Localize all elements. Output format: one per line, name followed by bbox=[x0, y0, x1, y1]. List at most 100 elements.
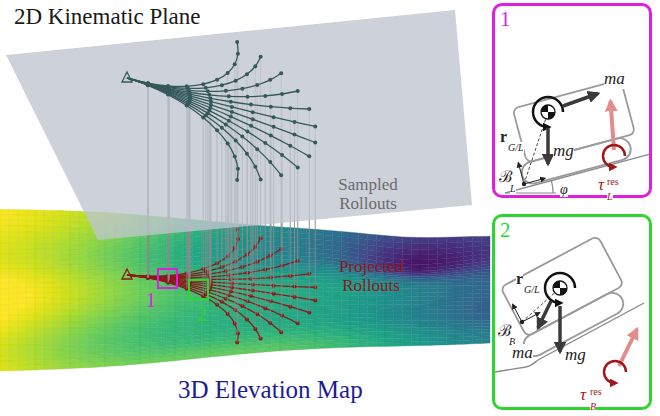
elevation-cell bbox=[44, 260, 53, 265]
elevation-cell bbox=[403, 313, 412, 317]
elevation-cell bbox=[306, 234, 315, 240]
elevation-cell bbox=[96, 334, 105, 340]
elevation-cell bbox=[105, 339, 114, 344]
elevation-cell bbox=[114, 276, 123, 281]
elevation-cell bbox=[149, 322, 158, 328]
elevation-cell bbox=[105, 328, 114, 334]
elevation-cell bbox=[44, 215, 53, 221]
elevation-cell bbox=[79, 274, 88, 279]
elevation-cell bbox=[438, 243, 447, 249]
elevation-cell bbox=[473, 327, 482, 330]
elevation-cell bbox=[158, 239, 167, 245]
sampled-rollout bbox=[127, 78, 309, 109]
elevation-cell bbox=[306, 243, 315, 248]
elevation-cell bbox=[88, 339, 97, 344]
elevation-cell bbox=[420, 305, 429, 309]
elevation-cell bbox=[376, 342, 385, 346]
elevation-cell bbox=[306, 292, 315, 297]
elevation-cell bbox=[420, 285, 429, 289]
elevation-cell bbox=[403, 259, 412, 264]
elevation-cell bbox=[473, 297, 482, 301]
elevation-cell bbox=[53, 260, 62, 265]
elevation-cell bbox=[88, 240, 97, 246]
elevation-cell bbox=[0, 264, 9, 269]
elevation-cell bbox=[368, 317, 377, 321]
elevation-cell bbox=[18, 269, 27, 274]
elevation-cell bbox=[53, 334, 62, 340]
elevation-cell bbox=[44, 278, 53, 283]
elevation-cell bbox=[96, 317, 105, 323]
elevation-cell bbox=[359, 328, 368, 332]
elevation-cell bbox=[175, 235, 184, 241]
elevation-cell bbox=[411, 300, 420, 304]
elevation-cell bbox=[70, 364, 79, 369]
elevation-cell bbox=[411, 282, 420, 285]
elevation-cell bbox=[123, 339, 132, 344]
elevation-cell bbox=[149, 311, 158, 317]
elevation-cell bbox=[96, 339, 105, 344]
elevation-cell bbox=[455, 324, 464, 327]
elevation-cell bbox=[26, 321, 35, 327]
elevation-cell bbox=[315, 292, 324, 297]
elevation-cell bbox=[140, 243, 149, 249]
elevation-cell bbox=[350, 313, 359, 317]
elevation-cell bbox=[61, 350, 70, 355]
rollout-point bbox=[272, 115, 276, 119]
rollout-point bbox=[313, 140, 317, 144]
elevation-cell bbox=[438, 280, 447, 283]
elevation-cell bbox=[446, 301, 455, 305]
elevation-cell bbox=[306, 301, 315, 306]
elevation-cell bbox=[123, 317, 132, 323]
elevation-cell bbox=[88, 328, 97, 334]
elevation-cell bbox=[455, 340, 464, 344]
elevation-cell bbox=[61, 216, 70, 222]
elevation-cell bbox=[166, 327, 175, 332]
elevation-cell bbox=[0, 278, 9, 284]
elevation-cell bbox=[18, 298, 27, 304]
elevation-cell bbox=[429, 297, 438, 301]
elevation-cell bbox=[114, 262, 123, 267]
elevation-cell bbox=[455, 310, 464, 314]
elevation-cell bbox=[9, 361, 18, 366]
elevation-cell bbox=[429, 278, 438, 280]
elevation-cell bbox=[455, 330, 464, 334]
rollout-point bbox=[204, 86, 208, 90]
elevation-cell bbox=[61, 310, 70, 316]
elevation-cell bbox=[114, 328, 123, 334]
elevation-cell bbox=[315, 280, 324, 284]
elevation-cell bbox=[298, 233, 307, 239]
elevation-cell bbox=[394, 321, 403, 325]
elevation-cell bbox=[289, 346, 298, 350]
elevation-cell bbox=[350, 296, 359, 301]
elevation-cell bbox=[0, 366, 9, 371]
elevation-cell bbox=[341, 314, 350, 318]
elevation-cell bbox=[96, 270, 105, 275]
elevation-cell bbox=[350, 343, 359, 347]
elevation-cell bbox=[306, 306, 315, 311]
elevation-cell bbox=[333, 277, 342, 280]
elevation-cell bbox=[53, 322, 62, 328]
elevation-cell bbox=[263, 348, 272, 353]
elevation-cell bbox=[298, 288, 307, 293]
elevation-cell bbox=[35, 315, 44, 321]
elevation-cell bbox=[53, 221, 62, 227]
elevation-cell bbox=[96, 261, 105, 266]
elevation-cell bbox=[114, 317, 123, 323]
elevation-cell bbox=[88, 305, 97, 311]
elevation-cell bbox=[411, 292, 420, 296]
elevation-cell bbox=[324, 333, 333, 337]
elevation-cell bbox=[464, 327, 473, 330]
elevation-cell bbox=[131, 248, 140, 254]
elevation-cell bbox=[149, 249, 158, 255]
elevation-cell bbox=[481, 275, 490, 278]
elevation-cell bbox=[341, 300, 350, 305]
rollout-point bbox=[201, 82, 205, 86]
elevation-cell bbox=[464, 289, 473, 293]
elevation-cell bbox=[26, 309, 35, 315]
elevation-cell bbox=[18, 215, 27, 221]
elevation-cell bbox=[306, 263, 315, 266]
elevation-cell bbox=[324, 337, 333, 341]
elevation-cell bbox=[61, 339, 70, 345]
elevation-cell bbox=[53, 233, 62, 239]
elevation-cell bbox=[438, 293, 447, 297]
